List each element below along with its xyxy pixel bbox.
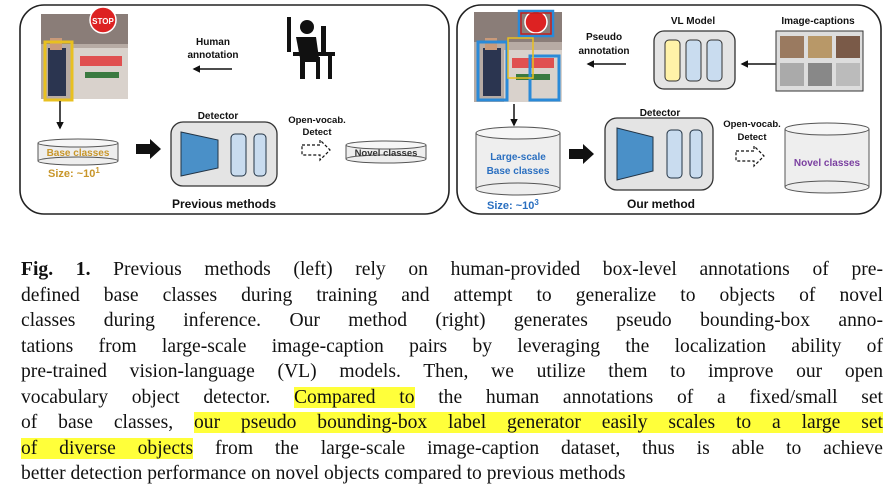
novel-classes-cylinder-left: Novel classes [345, 140, 427, 164]
annotation-label-right: annotation [578, 46, 629, 57]
size-right-label: Size: ~103 [487, 198, 539, 212]
figure-number: Fig. 1. [21, 259, 91, 280]
caption-line-4: tations from large-scale image-caption p… [21, 335, 883, 357]
human-label: Human [196, 37, 230, 48]
novel-classes-cylinder-right: Novel classes [784, 122, 870, 194]
detect-label-right: Detect [737, 132, 767, 143]
caption-line-8: of diverse objects from the large-scale … [21, 437, 884, 459]
detect-label-left: Detect [302, 127, 332, 138]
large-base-classes-label: Base classes [487, 166, 550, 177]
vl-model-label: VL Model [671, 16, 715, 27]
pseudo-label: Pseudo [586, 32, 622, 43]
base-classes-label: Base classes [47, 148, 110, 159]
highlight-diverse-objects: of diverse objects [21, 437, 194, 459]
previous-methods-title: Previous methods [172, 197, 276, 211]
street-photo-left: STOP [41, 6, 128, 102]
base-classes-cylinder: Base classes [37, 138, 119, 166]
caption-line-5: pre-trained vision-language (VL) models.… [21, 361, 883, 382]
arrow-to-detector-left [136, 139, 161, 159]
dashed-arrow-left [301, 138, 331, 162]
stop-sign-text: STOP [92, 17, 114, 26]
highlight-pseudo-generator: our pseudo bounding-box label generator … [193, 412, 883, 433]
our-method-title: Our method [627, 197, 695, 211]
large-scale-cylinder: Large-scale Base classes [475, 126, 561, 196]
novel-classes-label-right: Novel classes [794, 158, 861, 169]
caption-line-1: Fig. 1. Previous methods (left) rely on … [21, 259, 883, 280]
image-captions-label: Image-captions [781, 16, 855, 27]
annotation-label-left: annotation [187, 50, 238, 61]
caption-line-2: defined base classes during training and… [21, 284, 883, 306]
detector-box-left [170, 121, 278, 187]
overview-figure: STOP Base classes Size: ~101 Detector Pr… [19, 4, 882, 215]
annotator-person-icon [287, 17, 335, 79]
figure-caption: Fig. 1. Previous methods (left) rely on … [21, 257, 883, 487]
open-vocab-label-right: Open-vocab. [723, 119, 781, 130]
detector-box-right [604, 117, 714, 191]
detector-label-right: Detector [640, 108, 681, 119]
caption-line-9: better detection performance on novel ob… [21, 463, 626, 484]
dashed-arrow-right [735, 144, 765, 168]
detector-label-left: Detector [198, 111, 239, 122]
vl-model-box [653, 30, 736, 90]
caption-line-6: vocabulary object detector. Compared to … [21, 386, 884, 408]
arrow-to-detector-right [569, 144, 594, 164]
image-captions-grid [775, 30, 864, 92]
large-scale-label: Large-scale [490, 152, 546, 163]
street-photo-right [474, 9, 562, 102]
caption-line-3: classes during inference. Our method (ri… [21, 310, 883, 331]
open-vocab-label-left: Open-vocab. [288, 115, 346, 126]
left-panel: STOP Base classes Size: ~101 Detector Pr… [19, 4, 450, 215]
right-panel: Large-scale Base classes Size: ~103 Dete… [456, 4, 882, 215]
highlight-compared-to: Compared to [293, 386, 415, 408]
novel-classes-label-left: Novel classes [355, 148, 418, 159]
size-left-label: Size: ~101 [48, 166, 100, 180]
caption-line-7: of base classes, our pseudo bounding-box… [21, 412, 883, 433]
